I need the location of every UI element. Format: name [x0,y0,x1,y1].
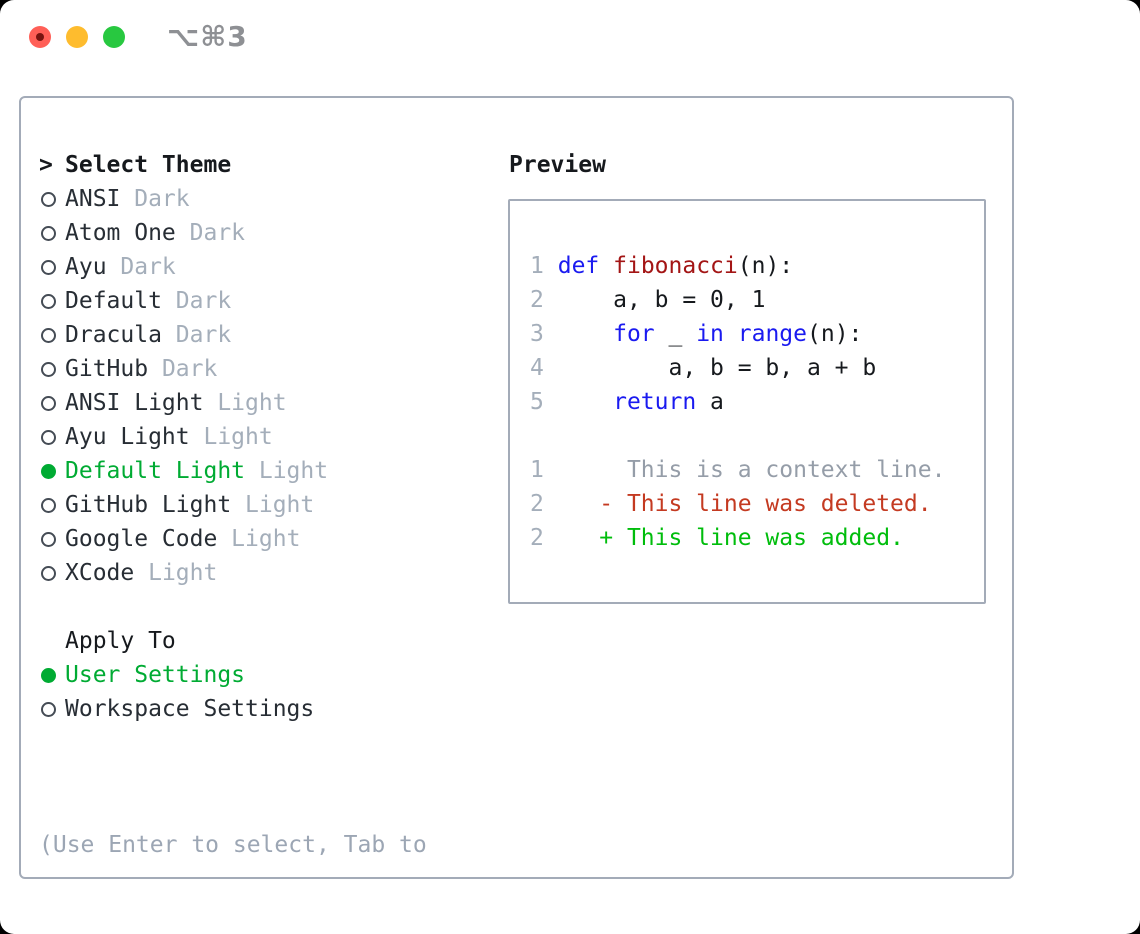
window-title: ⌥⌘3 [167,20,248,53]
radio-icon [39,327,65,343]
radio-icon [39,225,65,241]
theme-option[interactable]: Atom One Dark [39,216,501,250]
theme-variant-tag: Light [203,390,287,416]
keyboard-hint-line2: change focus) [39,930,501,934]
line-number: 3 [530,321,544,347]
theme-variant-tag: Dark [120,186,190,212]
radio-selected-icon [39,463,65,479]
theme-option[interactable]: Default Dark [39,284,501,318]
apply-to-option-label: Workspace Settings [65,696,315,722]
section-gap [39,590,501,624]
zoom-button[interactable] [103,26,125,48]
close-button[interactable] [29,26,51,48]
theme-variant-tag: Light [217,526,301,552]
title-bar: ⌥⌘3 [0,0,1140,74]
preview-label: Preview [509,152,606,178]
theme-option[interactable]: ANSI Light Light [39,386,501,420]
code-line: 2 a, b = 0, 1 [530,287,766,313]
preview-code-box: 1 def fibonacci(n): 2 a, b = 0, 1 3 for _ … [508,199,986,604]
theme-option-label: Ayu Light [65,424,190,450]
code-line: 1 def fibonacci(n): [530,253,794,279]
radio-icon [39,531,65,547]
code-line: 2 + This line was added. [530,525,904,551]
theme-option[interactable]: GitHub Light Light [39,488,501,522]
radio-selected-icon [39,667,65,683]
code-line [530,419,984,453]
minimize-button[interactable] [66,26,88,48]
radio-icon [39,429,65,445]
theme-variant-tag: Light [245,458,329,484]
theme-option-label: Default [65,288,162,314]
theme-option[interactable]: Google Code Light [39,522,501,556]
code-line: 1 This is a context line. [530,457,946,483]
line-number: 1 [530,457,544,483]
radio-icon [39,497,65,513]
theme-option-label: Ayu [65,254,107,280]
code-line: 3 for _ in range(n): [530,321,863,347]
theme-option[interactable]: Ayu Dark [39,250,501,284]
theme-option[interactable]: GitHub Dark [39,352,501,386]
apply-to-label: Apply To [65,628,176,654]
theme-option-label: ANSI Light [65,390,204,416]
radio-icon [39,259,65,275]
code-line: 2 - This line was deleted. [530,491,932,517]
preview-column: Preview 1 def fibonacci(n): 2 a, b = 0, 1… [501,148,1012,877]
theme-option[interactable]: Dracula Dark [39,318,501,352]
focus-cursor-icon: > [39,152,53,178]
select-theme-label: Select Theme [65,152,232,178]
line-number: 2 [530,525,544,551]
theme-option-label: GitHub Light [65,492,232,518]
theme-option-label: Atom One [65,220,176,246]
apply-to-header: Apply To [39,624,501,658]
line-number: 4 [530,355,544,381]
theme-option-label: Dracula [65,322,162,348]
line-number: 2 [530,491,544,517]
theme-option-label: Google Code [65,526,218,552]
theme-variant-tag: Light [231,492,315,518]
theme-variant-tag: Light [189,424,273,450]
code-line: 5 return a [530,389,724,415]
theme-option-label: Default Light [65,458,246,484]
theme-variant-tag: Dark [175,220,246,246]
theme-variant-tag: Dark [148,356,218,382]
apply-to-option[interactable]: User Settings [39,658,501,692]
line-number: 5 [530,389,544,415]
theme-option[interactable]: Default Light Light [39,454,501,488]
theme-variant-tag: Dark [106,254,176,280]
theme-variant-tag: Dark [161,322,232,348]
keyboard-hint: (Use Enter to select, Tab to change focu… [39,760,501,934]
radio-icon [39,191,65,207]
theme-option-label: GitHub [65,356,149,382]
traffic-lights [29,26,125,48]
theme-variant-tag: Light [134,560,218,586]
radio-icon [39,293,65,309]
code-line: 4 a, b = b, a + b [530,355,877,381]
select-theme-header: > Select Theme [39,148,501,182]
theme-option-label: XCode [65,560,135,586]
radio-icon [39,361,65,377]
theme-option[interactable]: Ayu Light Light [39,420,501,454]
radio-icon [39,395,65,411]
radio-icon [39,701,65,717]
theme-variant-tag: Dark [161,288,232,314]
line-number: 2 [530,287,544,313]
theme-option[interactable]: XCode Light [39,556,501,590]
apply-to-option-label: User Settings [65,662,246,688]
keyboard-hint-line1: (Use Enter to select, Tab to [39,832,427,858]
apply-to-option[interactable]: Workspace Settings [39,692,501,726]
theme-option[interactable]: ANSI Dark [39,182,501,216]
line-number: 1 [530,253,544,279]
radio-icon [39,565,65,581]
theme-option-label: ANSI [65,186,121,212]
